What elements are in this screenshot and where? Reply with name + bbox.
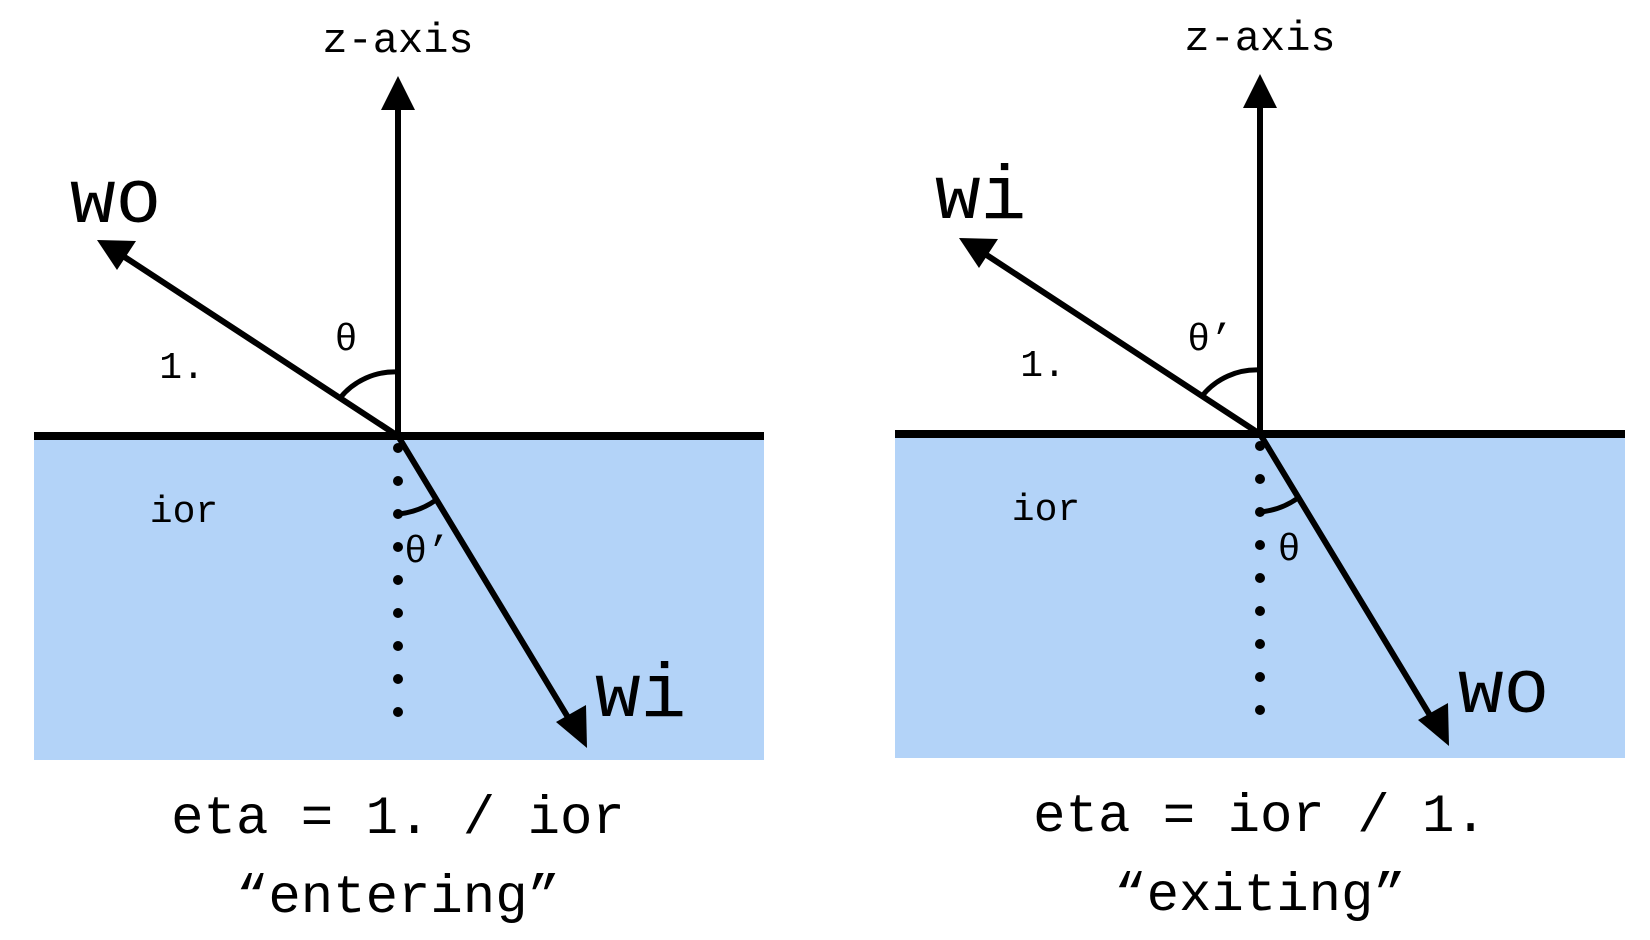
lower-vector-arrowhead: [1418, 703, 1449, 746]
lower-angle-label: θ: [1278, 529, 1301, 572]
z-axis-arrowhead: [1243, 74, 1277, 108]
lower-vector-line: [395, 434, 575, 726]
panel-exiting: z-axis wi wo θ’ θ 1. ior eta = ior / 1. …: [895, 15, 1625, 927]
upper-vector-arrowhead: [959, 238, 998, 268]
upper-angle-label: θ: [335, 319, 358, 362]
lower-vector-label: wo: [1458, 649, 1549, 735]
upper-vector-line: [980, 249, 1262, 437]
medium-region: [34, 436, 764, 760]
outside-medium-label: 1.: [1020, 345, 1066, 388]
inside-medium-label: ior: [1012, 489, 1080, 532]
upper-vector-arrowhead: [97, 240, 136, 270]
upper-angle-arc: [1200, 367, 1261, 398]
panel-caption: “exiting”: [1114, 866, 1406, 927]
outside-medium-label: 1.: [159, 347, 205, 390]
lower-vector-line: [1257, 432, 1437, 724]
lower-angle-arc: [397, 497, 438, 517]
upper-vector-label: wi: [935, 155, 1026, 241]
z-axis-label: z-axis: [322, 17, 473, 65]
panel-caption: “entering”: [236, 868, 560, 929]
upper-angle-label: θ’: [1187, 319, 1233, 362]
medium-region: [895, 434, 1625, 758]
z-axis-label: z-axis: [1184, 15, 1335, 63]
inside-medium-label: ior: [150, 491, 218, 534]
z-axis-arrowhead: [381, 76, 415, 110]
lower-vector-label: wi: [595, 653, 686, 739]
panel-entering: z-axis wo wi θ θ’ 1. ior eta = 1. / ior …: [34, 17, 764, 929]
upper-vector-label: wo: [70, 159, 161, 245]
lower-angle-label: θ’: [404, 531, 450, 574]
lower-angle-arc: [1259, 495, 1300, 515]
eta-equation: eta = 1. / ior: [171, 789, 625, 850]
upper-vector-line: [118, 251, 400, 439]
lower-vector-arrowhead: [556, 705, 587, 748]
upper-angle-arc: [338, 369, 399, 400]
eta-equation: eta = ior / 1.: [1033, 787, 1487, 848]
